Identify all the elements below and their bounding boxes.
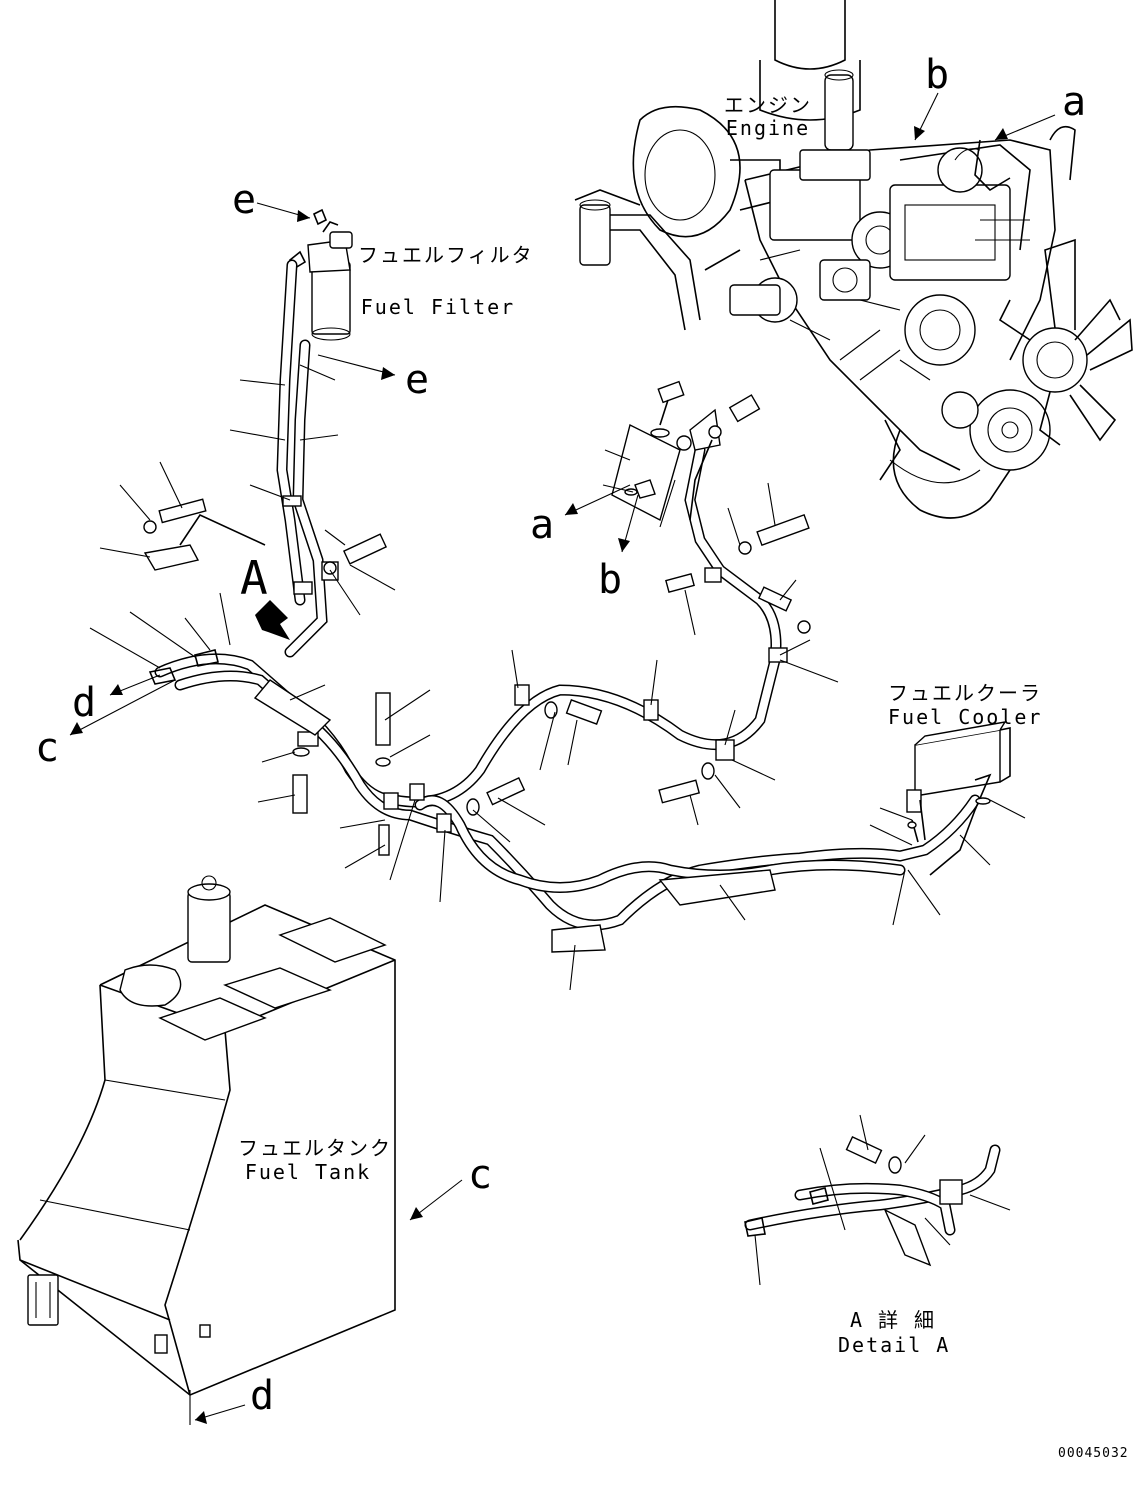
marker-a-line: a <box>530 502 555 548</box>
marker-c-line: c <box>35 725 60 771</box>
engine-illustration <box>574 0 1133 519</box>
detail-a-label-en: Detail A <box>838 1333 951 1357</box>
main-fuel-lines <box>148 444 981 953</box>
fuel-filter-label-jp: フュエルフィルタ <box>358 243 534 267</box>
detail-a-label-jp: A 詳 細 <box>849 1308 937 1332</box>
bolts-and-washers <box>143 498 715 856</box>
marker-e-line: e <box>405 357 430 403</box>
marker-a-engine: a <box>1062 79 1087 125</box>
view-a-marker: A <box>240 551 268 605</box>
marker-d-tank: d <box>250 1373 275 1419</box>
fuel-filter-illustration <box>288 208 353 341</box>
marker-b-line: b <box>598 557 623 603</box>
fuel-cooler-label-jp: フュエルクーラ <box>888 681 1042 705</box>
fuel-cooler-illustration <box>906 721 1011 876</box>
detail-a-illustration <box>744 1135 1001 1267</box>
fuel-tank-label-en: Fuel Tank <box>244 1160 372 1184</box>
fuel-tank-illustration <box>17 875 396 1396</box>
marker-e-filter: e <box>232 177 257 223</box>
fuel-filter-label-en: Fuel Filter <box>360 295 516 319</box>
fuel-tank-label-jp: フュエルタンク <box>238 1136 392 1160</box>
marker-d-line: d <box>72 680 97 726</box>
connection-arrows <box>69 92 1056 1425</box>
filter-hoses <box>276 259 339 658</box>
fuel-cooler-label-en: Fuel Cooler <box>888 705 1043 729</box>
drawing-number: 00045032 <box>1058 1446 1129 1461</box>
marker-c-tank: c <box>468 1152 493 1198</box>
marker-b-engine: b <box>925 52 950 98</box>
engine-label-jp: エンジン <box>724 93 812 117</box>
engine-label-en: Engine <box>725 116 811 140</box>
leader-lines <box>89 364 1026 1286</box>
engine-fittings <box>611 380 811 634</box>
